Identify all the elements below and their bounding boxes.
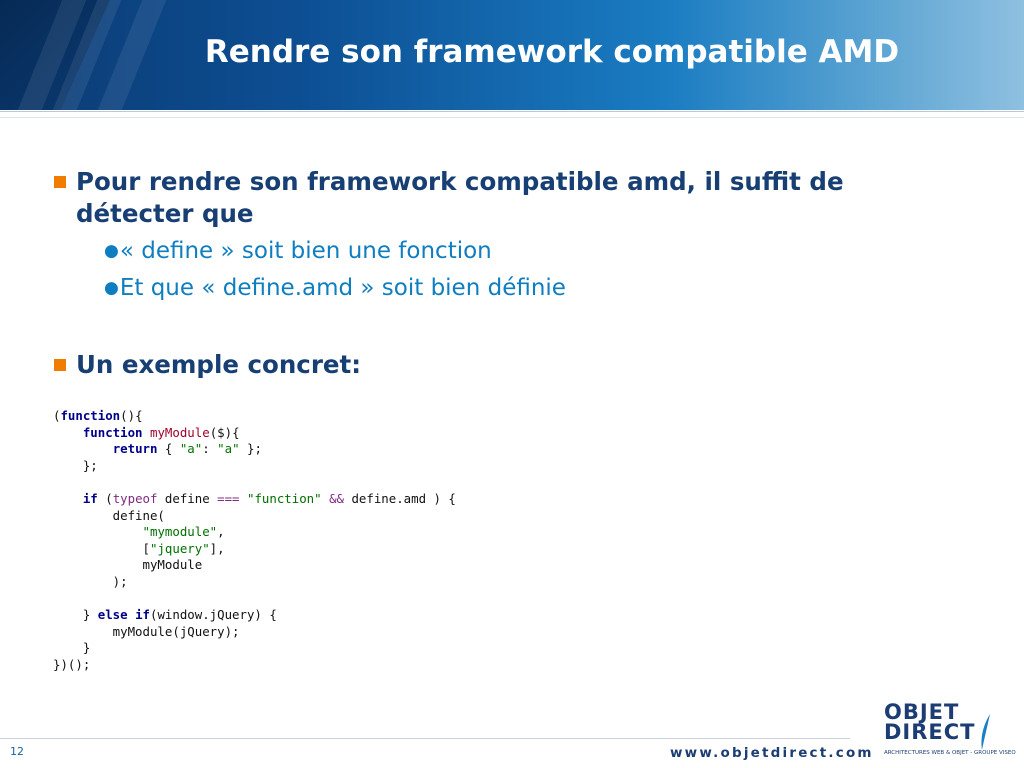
logo-tagline: ARCHITECTURES WEB & OBJET - GROUPE VISEO [884, 750, 1016, 756]
code-token: [ [53, 540, 150, 556]
code-token: ( [97, 490, 113, 506]
code-token: ( [53, 408, 61, 423]
code-token [53, 425, 83, 440]
code-token: myModule [53, 557, 203, 573]
code-token: "jquery" [149, 540, 210, 556]
code-token: "a" [217, 441, 240, 457]
code-token [128, 607, 135, 622]
page-number: 12 [10, 745, 24, 758]
code-token: if [82, 490, 98, 506]
code-token [53, 491, 83, 506]
code-token: })(); [53, 656, 91, 672]
code-token: myModule [150, 424, 210, 440]
divider-line [0, 111, 1024, 112]
code-token [143, 425, 150, 440]
code-line: ); [53, 574, 456, 591]
code-token: typeof [112, 490, 158, 506]
code-line [53, 474, 456, 491]
code-line: } [53, 640, 456, 657]
code-token: define [157, 490, 218, 506]
logo-name: OBJET DIRECT [884, 700, 976, 744]
code-line [53, 591, 456, 608]
swoosh-icon [981, 714, 990, 750]
code-token: (window.jQuery) { [150, 607, 277, 623]
code-line: (function(){ [53, 408, 456, 425]
objet-direct-logo: OBJET DIRECT ARCHITECTURES WEB & OBJET -… [880, 700, 1016, 760]
code-token: define.amd ) { [344, 490, 456, 506]
code-token: }; [239, 441, 262, 457]
round-bullet-icon: ● [104, 241, 119, 261]
sub-bullet-text: « define » soit bien une fonction [119, 238, 492, 264]
code-token: "a" [179, 441, 203, 457]
footer-divider [0, 738, 850, 739]
code-token: myModule(jQuery); [53, 623, 240, 639]
code-line: define( [53, 508, 456, 525]
code-line: return { "a": "a" }; [53, 441, 456, 458]
round-bullet-icon: ● [104, 278, 119, 298]
code-token: && [329, 490, 344, 506]
code-token: "mymodule" [142, 524, 218, 540]
code-token [53, 524, 143, 539]
sub-bullet-define-function: ●« define » soit bien une fonction [104, 236, 492, 266]
code-token: function [60, 408, 121, 423]
code-line: ["jquery"], [53, 541, 456, 558]
bullet-text: Pour rendre son framework compatible amd… [76, 167, 844, 228]
code-line: } else if(window.jQuery) { [53, 607, 456, 624]
code-token: "function" [247, 490, 322, 506]
code-token: define( [53, 507, 165, 523]
square-bullet-icon [54, 176, 66, 188]
bullet-example: Un exemple concret: [54, 349, 954, 381]
bullet-detection: Pour rendre son framework compatible amd… [54, 166, 954, 230]
code-line: if (typeof define === "function" && defi… [53, 491, 456, 508]
code-token: : [202, 441, 218, 457]
code-token [53, 441, 113, 456]
code-token: }; [53, 457, 98, 473]
bullet-text: Un exemple concret: [76, 350, 362, 379]
code-token: ], [209, 540, 225, 556]
square-bullet-icon [54, 359, 66, 371]
code-token: (){ [120, 408, 143, 423]
code-line: })(); [53, 657, 456, 674]
code-token: } [53, 640, 91, 656]
slide-title: Rendre son framework compatible AMD [204, 34, 900, 70]
code-line: myModule(jQuery); [53, 624, 456, 641]
code-token: return [112, 441, 158, 457]
code-line: myModule [53, 557, 456, 574]
code-token [322, 491, 329, 506]
divider-line [0, 117, 1024, 118]
code-token: } [53, 607, 98, 623]
code-token: function [82, 424, 143, 440]
code-token: else [97, 607, 128, 623]
sub-bullet-text: Et que « define.amd » soit bien définie [119, 275, 566, 301]
code-token: ($){ [209, 424, 240, 440]
code-token: if [135, 607, 150, 623]
code-token [240, 491, 247, 506]
code-token: === [217, 490, 240, 506]
code-token: { [157, 441, 180, 457]
code-token: ); [53, 573, 128, 589]
code-block: (function(){ function myModule($){ retur… [53, 408, 456, 674]
website-url: www.objetdirect.com [670, 745, 874, 761]
code-token: , [217, 524, 225, 540]
sub-bullet-define-amd: ●Et que « define.amd » soit bien définie [104, 273, 566, 303]
code-line: }; [53, 458, 456, 475]
code-line: function myModule($){ [53, 425, 456, 442]
code-line: "mymodule", [53, 524, 456, 541]
title-bar: Rendre son framework compatible AMD [0, 0, 1024, 110]
